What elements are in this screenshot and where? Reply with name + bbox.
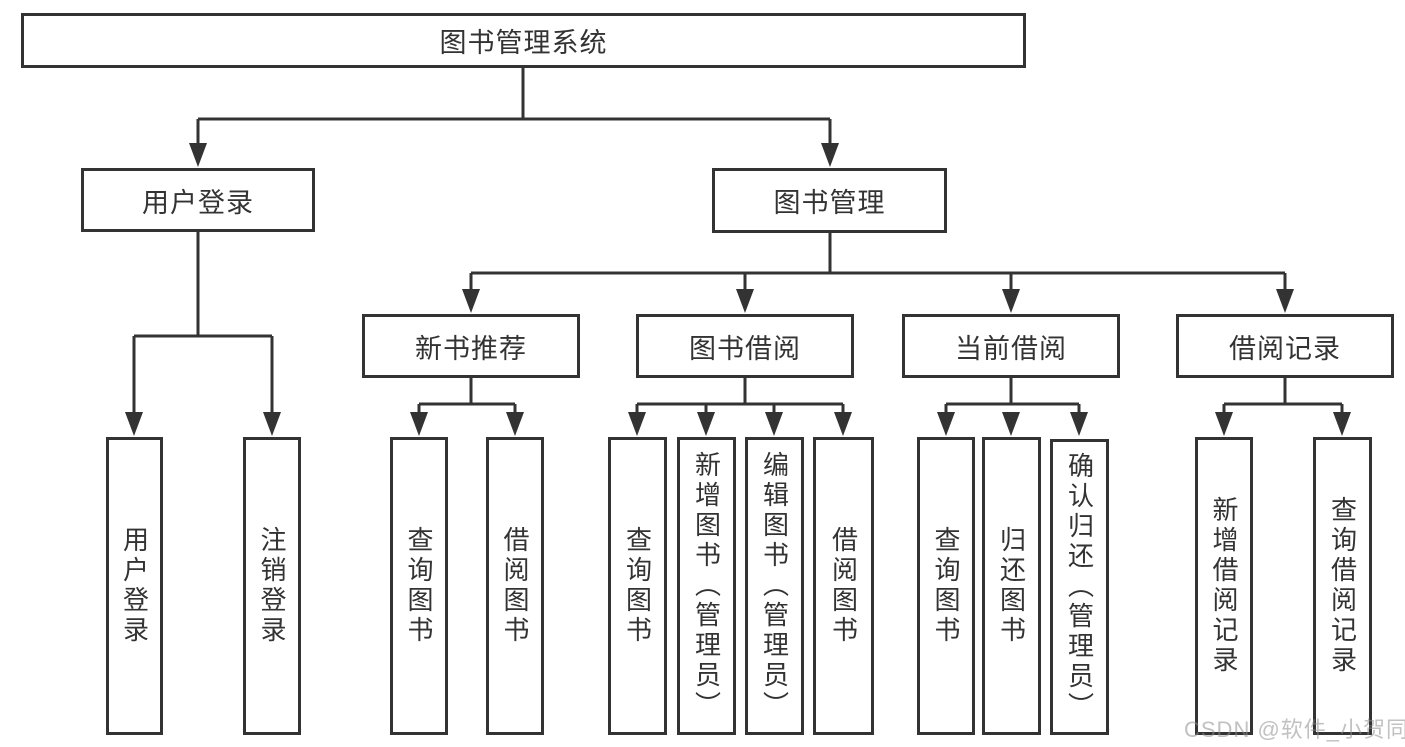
node-label: 确认归还（管理员）: [1064, 452, 1095, 722]
connector-branch-current-borrow: [944, 378, 1081, 414]
node-query-books-2: 查询图书: [608, 437, 667, 735]
connector-branch-book-borrow: [635, 378, 845, 414]
node-label: 图书管理: [773, 188, 886, 218]
node-label: 注销登录: [257, 526, 287, 646]
node-label: 新增图书（管理员）: [691, 451, 722, 721]
node-label: 用户登录: [119, 526, 150, 646]
node-confirm-return-admin: 确认归还（管理员）: [1050, 439, 1109, 735]
node-label: 新增借阅记录: [1209, 496, 1239, 676]
connector-branch-user-login: [132, 232, 274, 414]
node-label: 编辑图书（管理员）: [759, 451, 790, 721]
node-logout-leaf: 注销登录: [243, 437, 301, 735]
connector-branch-new-book-rec: [417, 378, 517, 414]
node-query-books-3: 查询图书: [917, 437, 975, 735]
csdn-watermark: CSDN @软件_小贺同学: [1184, 717, 1405, 742]
connector-branch-borrow-record: [1222, 378, 1344, 414]
node-book-management: 图书管理: [712, 168, 947, 233]
arrowheads-book-borrow-branch: [628, 412, 852, 436]
arrowheads-new-book-rec-branch: [410, 412, 524, 436]
node-label: 借阅图书: [828, 526, 859, 646]
node-borrow-books-2: 借阅图书: [813, 437, 874, 735]
node-label: 查询图书: [404, 526, 434, 646]
node-label: 查询图书: [931, 526, 961, 646]
node-label: 当前借阅: [955, 333, 1067, 364]
arrowheads-user-login-branch: [125, 412, 281, 436]
arrowheads-current-borrow-branch: [937, 412, 1088, 436]
node-label: 图书管理系统: [439, 28, 608, 58]
connector-branch-book-mgmt: [469, 232, 1287, 291]
node-query-borrow-record: 查询借阅记录: [1313, 437, 1372, 735]
node-user-login: 用户登录: [81, 168, 315, 232]
node-book-borrowing: 图书借阅: [636, 314, 854, 378]
node-label: 用户登录: [142, 187, 254, 218]
node-query-books-1: 查询图书: [390, 437, 448, 735]
node-label: 归还图书: [996, 526, 1027, 646]
node-label: 借阅图书: [500, 526, 530, 646]
node-borrow-books-1: 借阅图书: [486, 437, 544, 735]
node-return-books: 归还图书: [982, 437, 1041, 735]
node-label: 新书推荐: [415, 333, 527, 364]
node-borrow-records: 借阅记录: [1176, 314, 1394, 378]
node-label: 借阅记录: [1229, 333, 1341, 364]
node-add-borrow-record: 新增借阅记录: [1195, 437, 1253, 735]
node-user-login-leaf: 用户登录: [106, 437, 163, 735]
node-label: 查询借阅记录: [1327, 496, 1358, 676]
connector-branch-root: [196, 68, 832, 145]
arrowheads-borrow-record-branch: [1215, 412, 1351, 436]
arrowheads-root-branch: [189, 143, 839, 167]
node-edit-books-admin: 编辑图书（管理员）: [745, 437, 804, 735]
node-label: 查询图书: [622, 526, 653, 646]
node-add-books-admin: 新增图书（管理员）: [677, 437, 736, 735]
node-new-book-recommend: 新书推荐: [362, 314, 580, 378]
node-library-system-root: 图书管理系统: [21, 13, 1026, 68]
node-current-borrowing: 当前借阅: [902, 314, 1120, 378]
arrowheads-book-mgmt-branch: [462, 289, 1294, 313]
node-label: 图书借阅: [689, 333, 801, 364]
